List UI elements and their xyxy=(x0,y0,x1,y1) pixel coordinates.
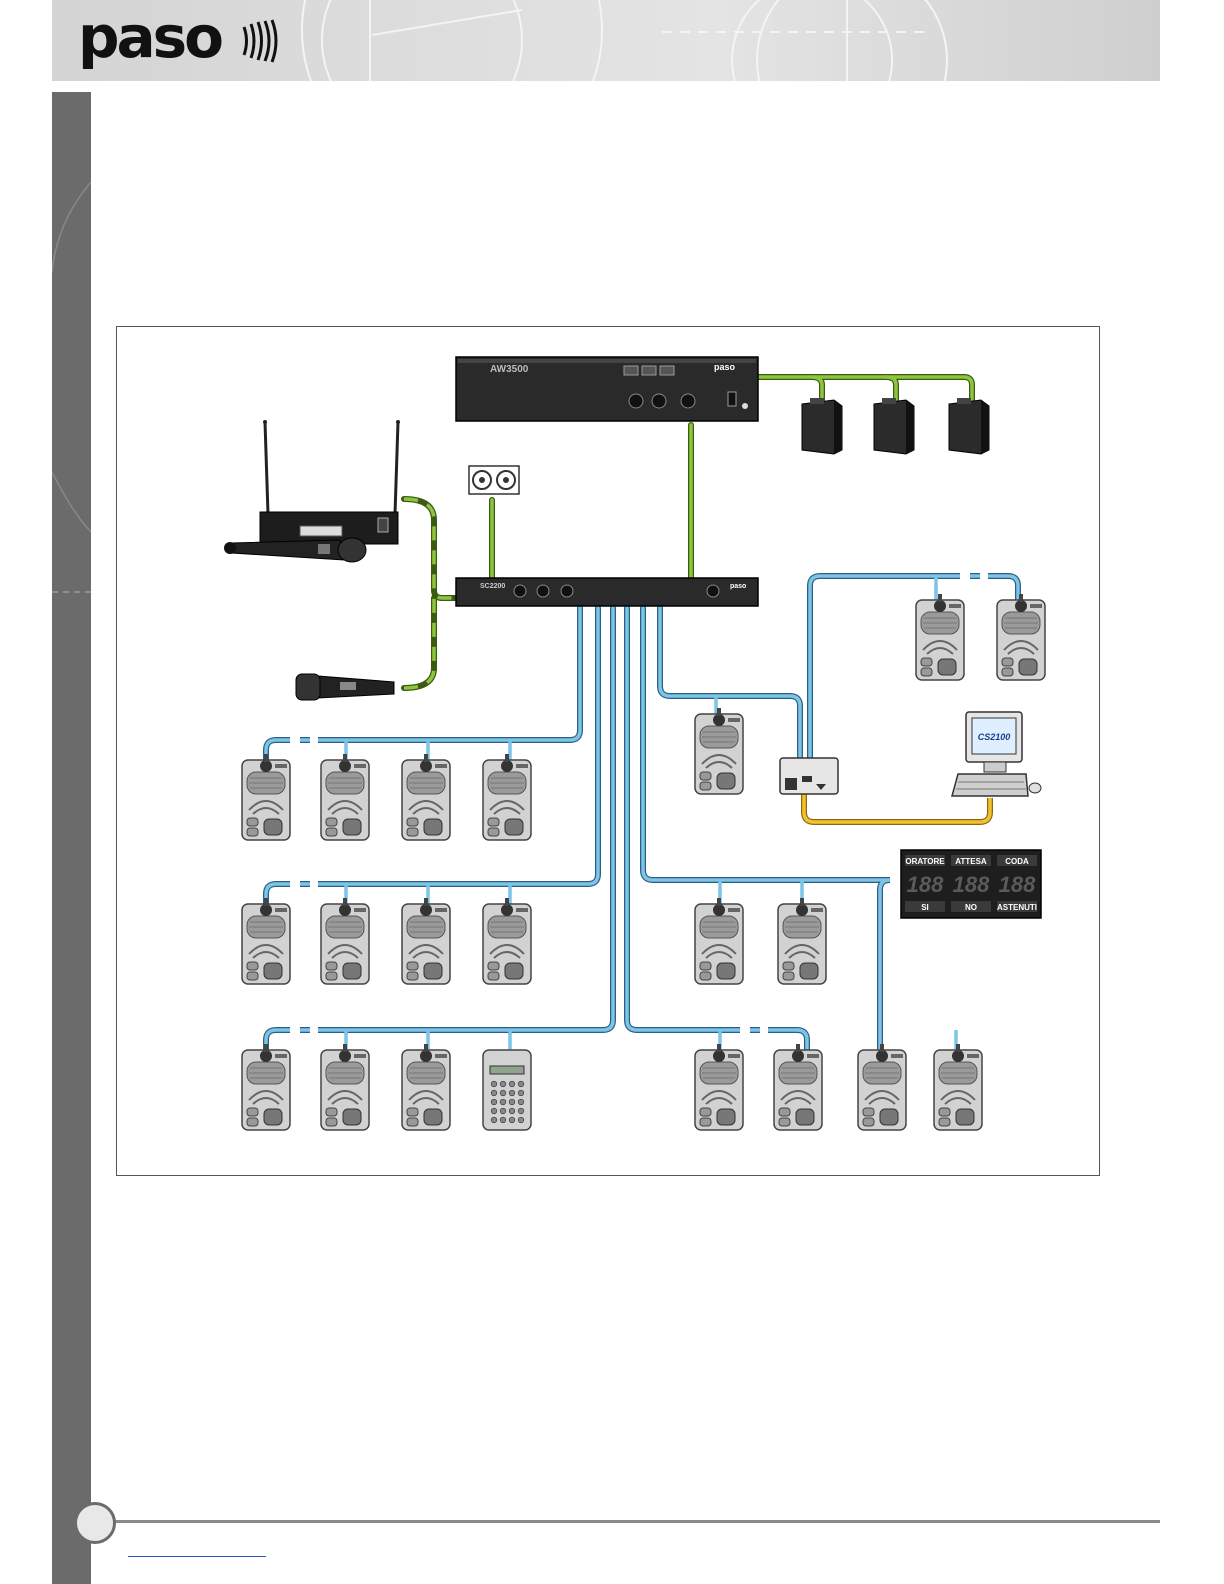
control-pc: CS2100 xyxy=(952,712,1041,796)
delegate-row-1 xyxy=(242,760,531,840)
amplifier-brand-label: paso xyxy=(714,362,736,372)
software-logo: CS2100 xyxy=(978,732,1011,742)
voting-keypad-unit xyxy=(483,1050,531,1130)
central-unit-brand-label: paso xyxy=(730,583,746,590)
amplifier-aw3500: AW3500 paso xyxy=(456,357,758,421)
conference-cables xyxy=(266,576,1018,1052)
wireless-receiver xyxy=(260,420,400,544)
display-digits-coda: 188 xyxy=(999,872,1036,897)
speaker-1 xyxy=(802,398,842,454)
interface-box xyxy=(780,758,838,794)
delegate-row-3 xyxy=(242,1050,982,1130)
tape-recorder xyxy=(469,466,519,494)
cable-gaps xyxy=(290,576,988,1030)
mic-cables xyxy=(404,499,456,688)
display-label-astenuti: ASTENUTI xyxy=(997,903,1037,912)
speaker-2 xyxy=(874,398,914,454)
display-label-attesa: ATTESA xyxy=(955,857,987,866)
display-label-oratore: ORATORE xyxy=(905,857,945,866)
handheld-wireless-mic xyxy=(224,538,366,562)
display-digits-attesa: 188 xyxy=(953,872,990,897)
wired-microphone xyxy=(296,674,394,700)
display-digits-oratore: 188 xyxy=(907,872,944,897)
amplifier-model-label: AW3500 xyxy=(490,364,529,375)
display-label-no: NO xyxy=(965,903,977,912)
display-label-coda: CODA xyxy=(1005,857,1029,866)
display-label-si: SI xyxy=(921,903,929,912)
speaker-3 xyxy=(949,398,989,454)
delegate-row-2 xyxy=(242,904,826,984)
central-unit-model-label: SC2200 xyxy=(480,583,505,590)
central-unit-sc2200: SC2200 paso xyxy=(456,578,758,606)
vote-display-board: ORATORE ATTESA CODA 188 188 188 SI NO AS… xyxy=(901,850,1041,918)
